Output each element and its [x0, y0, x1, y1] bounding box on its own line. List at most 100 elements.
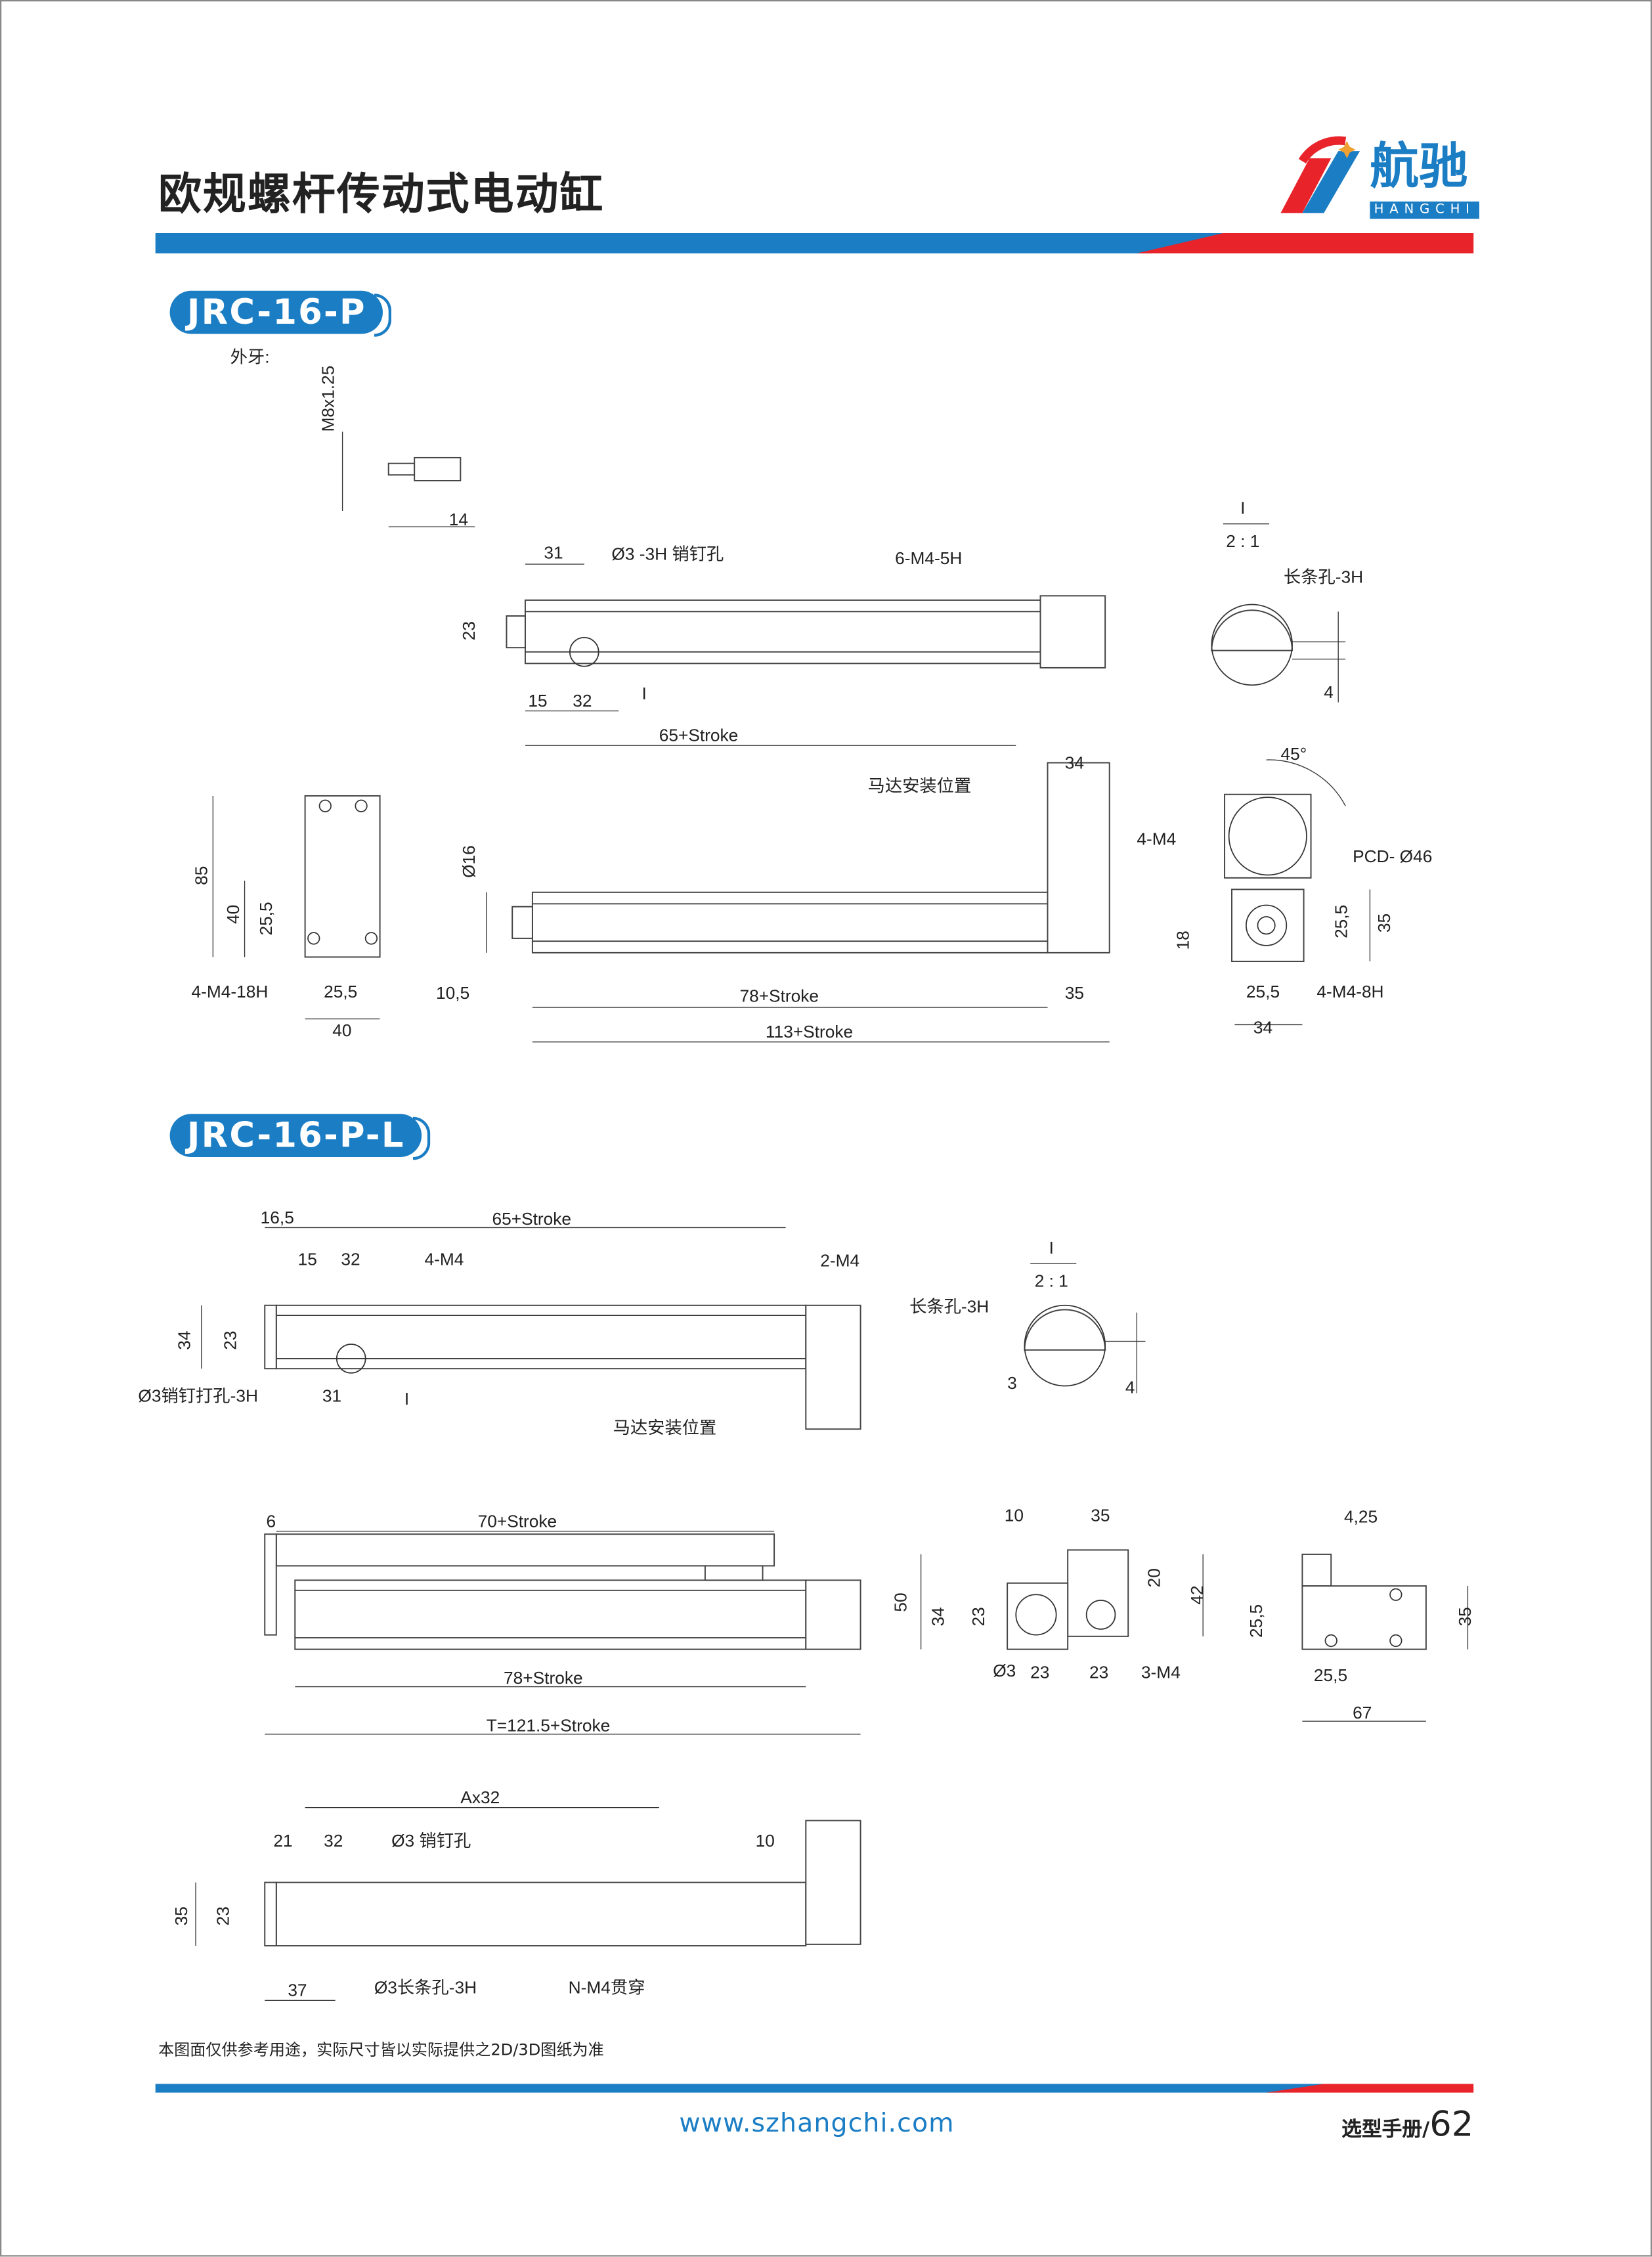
dimension-label: 4-M4 — [425, 1249, 464, 1269]
dimension-label: 67 — [1353, 1703, 1372, 1722]
page-title: 欧规螺杆传动式电动缸 — [158, 169, 605, 221]
dimension-label: 4-M4-18H — [191, 982, 268, 1001]
dimension-label: 70+Stroke — [478, 1511, 557, 1531]
dimension-label: 长条孔-3H — [1284, 567, 1363, 587]
dimension-label: 78+Stroke — [739, 986, 819, 1005]
dimension-label: 18 — [1173, 931, 1192, 950]
dimension-label: 32 — [341, 1249, 360, 1269]
dimension-label: 25,5 — [256, 902, 276, 935]
dimension-label: 4 — [1125, 1377, 1135, 1397]
page-number-value: 62 — [1429, 2104, 1474, 2145]
bottom-view-jrc-16-p-l — [195, 1807, 861, 2001]
dimension-label: 马达安装位置 — [868, 776, 972, 795]
dimension-label: 2 : 1 — [1035, 1271, 1068, 1290]
model-tag-jrc-16-p: JRC-16-P — [169, 290, 393, 337]
dimension-label: 31 — [322, 1386, 341, 1406]
logo-english-name: HANGCHI — [1370, 201, 1479, 219]
dimension-label: 34 — [928, 1607, 948, 1626]
dimension-label: 25,5 — [324, 982, 357, 1001]
end-view-jrc-16-p — [212, 795, 381, 1020]
disclaimer-note: 本图面仅供参考用途，实际尺寸皆以实际提供之2D/3D图纸为准 — [158, 2040, 604, 2060]
dimension-label: 85 — [192, 866, 211, 885]
dimension-label: 15 — [528, 691, 547, 711]
dimension-label: 42 — [1187, 1585, 1207, 1604]
dimension-label: 34 — [1065, 753, 1084, 772]
dimension-label: 32 — [573, 691, 592, 711]
dimension-label: Ø3长条孔-3H — [374, 1977, 477, 1997]
dimension-label: 78+Stroke — [504, 1668, 583, 1688]
dimension-label: 20 — [1144, 1568, 1163, 1587]
dimension-label: I — [1049, 1238, 1054, 1258]
manual-label: 选型手册/ — [1341, 2118, 1430, 2142]
dimension-label: 25,5 — [1314, 1665, 1347, 1685]
dimension-label: 35 — [1091, 1506, 1110, 1525]
dimension-label: 25,5 — [1331, 905, 1351, 938]
dimension-label: 10 — [1005, 1506, 1024, 1525]
dimension-label: 16,5 — [261, 1208, 294, 1227]
dimension-label: 15 — [298, 1249, 317, 1269]
dimension-label: I — [1240, 498, 1245, 517]
rear-view-jrc-16-p-l — [1301, 1553, 1469, 1722]
top-view-jrc-16-p-l — [201, 1227, 861, 1430]
website-link[interactable]: www.szhangchi.com — [679, 2108, 955, 2139]
dimension-label: I — [641, 684, 646, 703]
top-view-jrc-16-p — [506, 563, 1106, 746]
side-view-jrc-16-p — [486, 762, 1110, 1043]
thread-detail — [341, 431, 475, 527]
dimension-label: 14 — [449, 510, 468, 529]
detail-i-bottom — [1024, 1263, 1146, 1393]
end-view-jrc-16-p-l — [920, 1549, 1204, 1650]
dimension-label: 2 : 1 — [1226, 531, 1259, 551]
dimension-label: 21 — [273, 1831, 292, 1851]
dimension-label: 3 — [1007, 1373, 1017, 1393]
dimension-label: Ø3销钉打孔-3H — [138, 1386, 258, 1406]
dimension-label: 25,5 — [1246, 1604, 1266, 1638]
dimension-label: 25,5 — [1246, 982, 1280, 1001]
dimension-label: 2-M4 — [820, 1251, 859, 1271]
dimension-label: 35 — [1455, 1607, 1475, 1626]
dimension-label: 23 — [459, 621, 479, 640]
dimension-label: 35 — [1065, 983, 1084, 1003]
dimension-label: 50 — [891, 1592, 911, 1611]
dimension-label: 34 — [174, 1330, 194, 1349]
dimension-label: 23 — [968, 1607, 988, 1626]
motor-flange-view — [1224, 759, 1371, 1026]
dimension-label: 4-M4 — [1137, 829, 1176, 848]
dimension-label: 外牙: — [230, 347, 270, 366]
dimension-label: 31 — [544, 542, 563, 562]
dimension-label: 23 — [213, 1906, 232, 1925]
dimension-label: 23 — [1089, 1662, 1108, 1682]
dimension-label: 45° — [1281, 744, 1307, 764]
dimension-label: T=121.5+Stroke — [487, 1715, 610, 1735]
dimension-label: 113+Stroke — [766, 1022, 853, 1041]
dimension-label: 32 — [324, 1831, 343, 1851]
detail-i-top — [1211, 523, 1346, 703]
page-number: 选型手册/62 — [1341, 2104, 1473, 2150]
dimension-label: 65+Stroke — [492, 1209, 572, 1229]
side-view-jrc-16-p-l — [264, 1531, 861, 1735]
dimension-label: Ø3 -3H 销钉孔 — [611, 544, 724, 564]
dimension-label: Ø3 — [993, 1661, 1016, 1680]
dimension-label: Ø16 — [459, 845, 479, 878]
dimension-label: I — [404, 1389, 409, 1409]
dimension-label: 长条孔-3H — [909, 1297, 989, 1317]
dimension-label: 3-M4 — [1141, 1662, 1181, 1682]
dimension-label: 40 — [332, 1020, 351, 1040]
dimension-label: PCD- Ø46 — [1353, 846, 1432, 866]
dimension-label: 34 — [1253, 1018, 1272, 1038]
dimension-label: Ax32 — [460, 1787, 500, 1807]
dimension-label: 10 — [756, 1831, 775, 1851]
dimension-label: 23 — [1030, 1662, 1049, 1682]
dimension-label: 37 — [288, 1981, 307, 2000]
dimension-label: 35 — [1374, 913, 1394, 932]
dimension-label: 40 — [223, 905, 243, 924]
dimension-label: 4 — [1324, 682, 1334, 702]
dimension-label: 6 — [266, 1511, 276, 1531]
